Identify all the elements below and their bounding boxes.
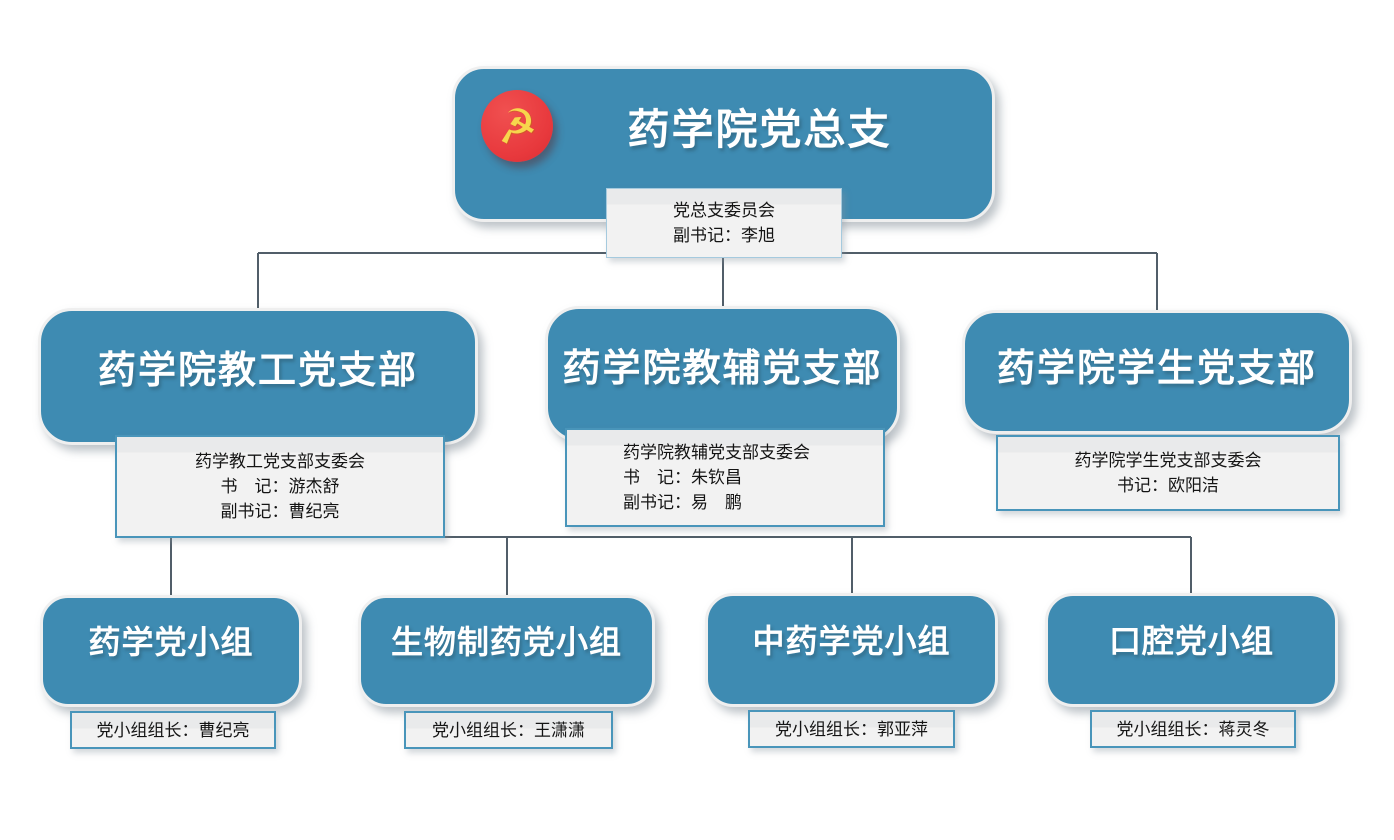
branch-title: 药学院教工党支部 [97,350,418,392]
committee-line: 书 记：游杰舒 [220,477,340,496]
hammer-sickle-glyph: ☭ [492,96,542,156]
committee-label-support: 药学院教辅党支部支委会 书 记：朱钦昌 副书记：易 鹏 [565,428,885,527]
committee-label-faculty: 药学教工党支部支委会 书 记：游杰舒 副书记：曹纪亮 [115,435,445,538]
leader-label-pharmacy: 党小组组长：曹纪亮 [70,711,276,749]
group-title: 药学党小组 [88,624,254,660]
committee-label-student: 药学院学生党支部支委会 书记：欧阳洁 [996,435,1340,511]
leader-label-biopharma: 党小组组长：王潇潇 [404,711,613,749]
committee-line: 药学院教辅党支部支委会 [623,443,810,462]
committee-line: 副书记：李旭 [673,226,775,245]
committee-line: 书 记：朱钦昌 [623,468,742,487]
org-node-group-stomatology: 口腔党小组 [1045,593,1338,707]
group-title: 口腔党小组 [1108,623,1274,659]
org-node-group-tcm: 中药学党小组 [705,593,998,707]
root-title: 药学院党总支 [627,105,892,153]
leader-label-tcm: 党小组组长：郭亚萍 [748,710,955,748]
committee-line: 药学院学生党支部支委会 [1074,451,1262,470]
party-emblem-icon: ☭ [481,90,553,162]
committee-line: 药学教工党支部支委会 [195,452,365,471]
org-node-group-pharmacy: 药学党小组 [40,595,302,707]
branch-title: 药学院教辅党支部 [562,347,883,390]
org-node-group-biopharma: 生物制药党小组 [358,595,655,707]
group-title: 中药学党小组 [752,623,951,659]
group-title: 生物制药党小组 [390,624,622,660]
leader-line: 党小组组长：王潇潇 [432,720,585,740]
committee-line: 副书记：曹纪亮 [220,502,340,521]
branch-title: 药学院学生党支部 [996,347,1317,390]
committee-line: 党总支委员会 [673,201,775,220]
org-node-branch-student: 药学院学生党支部 [962,310,1352,434]
leader-line: 党小组组长：曹纪亮 [96,720,250,740]
leader-line: 党小组组长：郭亚萍 [775,719,928,739]
leader-line: 党小组组长：蒋灵冬 [1116,719,1270,739]
committee-line: 副书记：易 鹏 [623,493,742,512]
committee-label-root: 党总支委员会 副书记：李旭 [606,188,842,258]
org-node-branch-support: 药学院教辅党支部 [545,306,900,442]
leader-label-stomatology: 党小组组长：蒋灵冬 [1090,710,1296,748]
committee-line: 书记：欧阳洁 [1117,476,1219,495]
org-node-branch-faculty: 药学院教工党支部 [38,308,478,445]
